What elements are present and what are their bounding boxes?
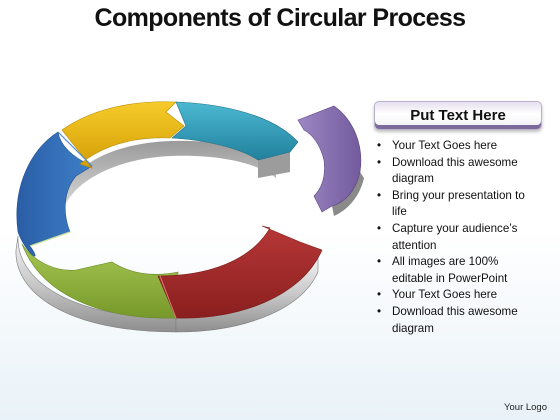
segment-teal	[171, 101, 299, 161]
bullet-item: Capture your audience’s attention	[374, 221, 540, 254]
bullet-item: All images are 100% editable in PowerPoi…	[374, 254, 540, 287]
footer-logo-text: Your Logo	[504, 402, 547, 413]
bullet-list: Your Text Goes here Download this awesom…	[374, 138, 540, 337]
bullet-item: Download this awesome diagram	[374, 155, 540, 188]
bullet-item: Your Text Goes here	[374, 138, 540, 155]
segment-red	[157, 225, 323, 319]
segment-green	[21, 243, 179, 319]
slide-title: Components of Circular Process	[94, 4, 467, 32]
panel-header: Put Text Here	[374, 101, 542, 130]
bullet-item: Bring your presentation to life	[374, 188, 540, 221]
bullet-item: Download this awesome diagram	[374, 304, 540, 337]
ring-side-walls	[15, 140, 364, 333]
segment-yellow	[61, 101, 185, 169]
segment-purple	[297, 105, 362, 213]
bullet-item: Your Text Goes here	[374, 287, 540, 304]
